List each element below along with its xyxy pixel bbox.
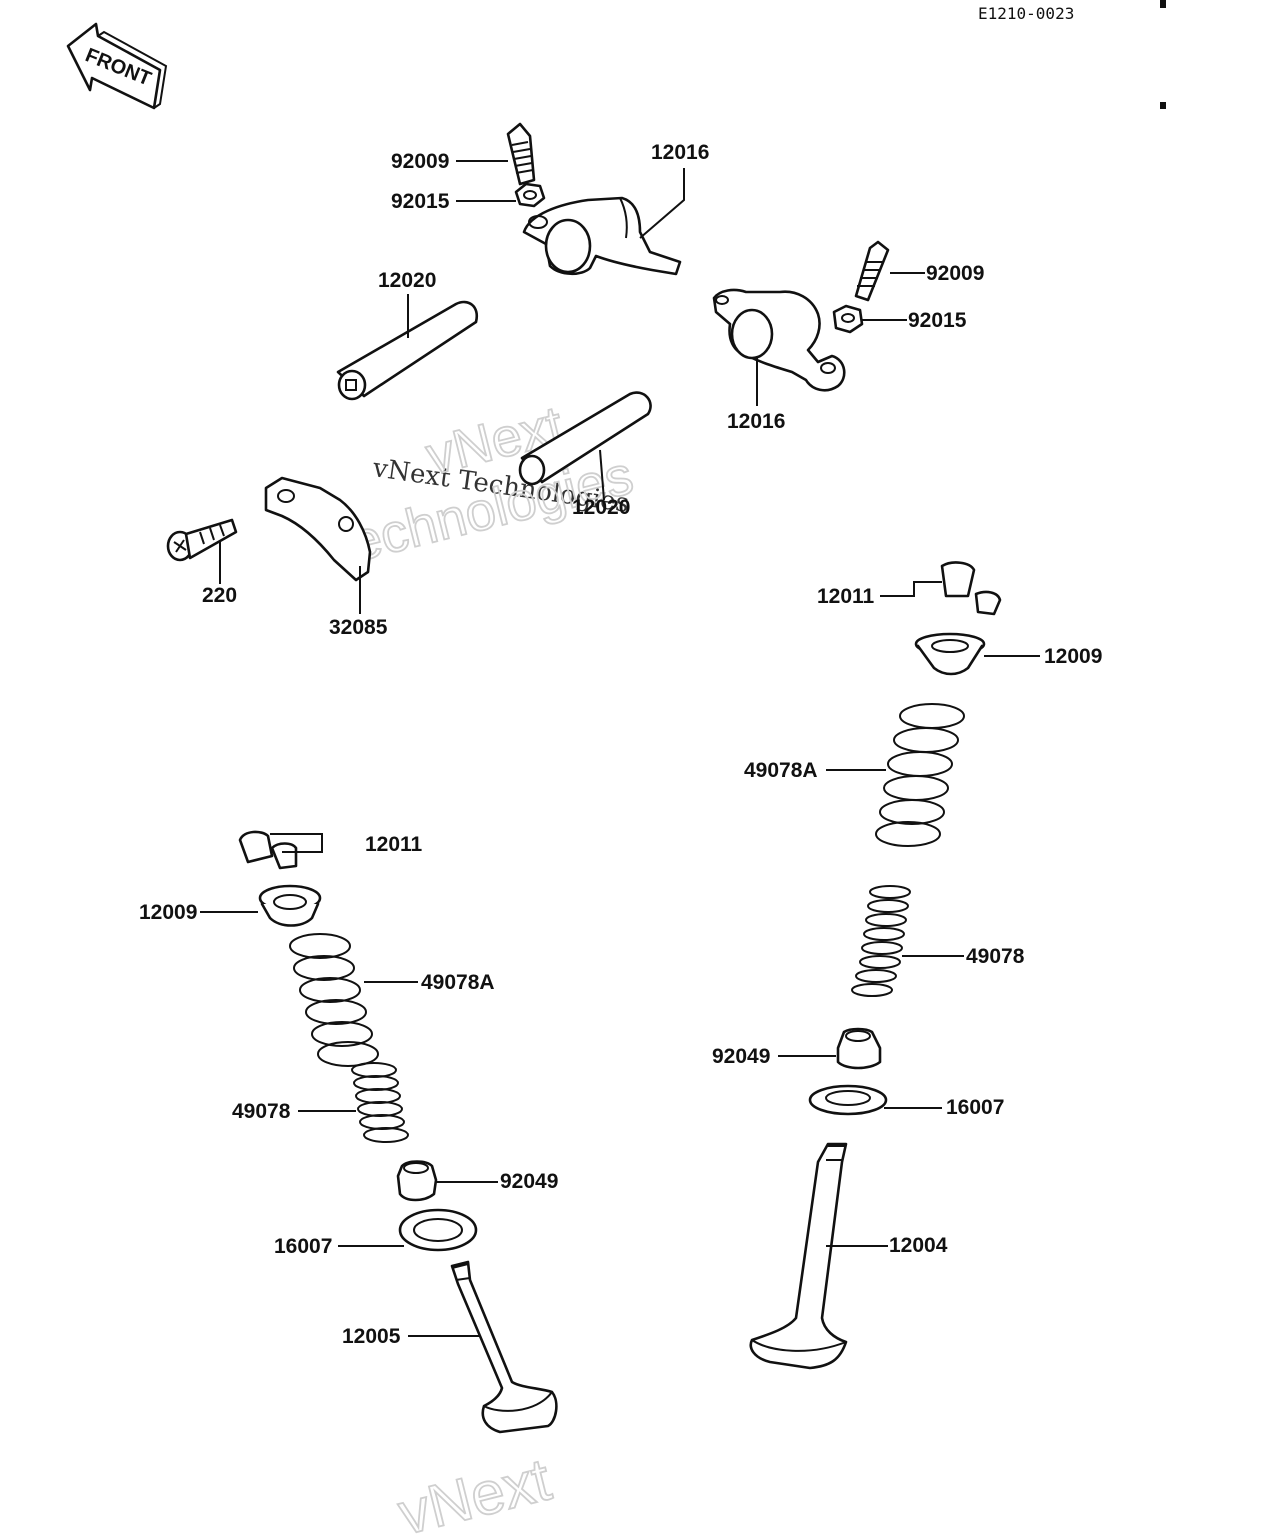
label-screw: 220 bbox=[202, 584, 237, 607]
label-plate: 32085 bbox=[329, 616, 388, 639]
corner-mark-top bbox=[1160, 0, 1166, 8]
adjusting-screw-intake-icon bbox=[506, 122, 536, 186]
label-stem-seal-right: 92049 bbox=[712, 1045, 770, 1068]
label-rocker-arm-exhaust: 12016 bbox=[727, 410, 785, 433]
outer-spring-left-icon bbox=[289, 933, 379, 1067]
label-outer-spring-right: 49078A bbox=[744, 759, 818, 782]
cotter-right-icon bbox=[940, 561, 1002, 616]
locknut-intake-icon bbox=[514, 182, 546, 208]
label-inner-spring-left: 49078 bbox=[232, 1100, 291, 1123]
front-arrow-icon: FRONT bbox=[66, 22, 168, 110]
retainer-left-icon bbox=[258, 884, 322, 927]
label-locknut-exhaust: 92015 bbox=[908, 309, 967, 332]
spring-seat-left-icon bbox=[398, 1208, 478, 1252]
label-cotter-left: 12011 bbox=[365, 833, 423, 856]
plate-icon bbox=[264, 476, 372, 582]
cotter-left-icon bbox=[238, 830, 298, 870]
label-stem-seal-left: 92049 bbox=[500, 1170, 558, 1193]
label-adj-screw-exhaust: 92009 bbox=[926, 262, 984, 285]
rocker-arm-intake-icon bbox=[522, 196, 682, 276]
spring-seat-right-icon bbox=[808, 1084, 888, 1116]
rocker-arm-exhaust-icon bbox=[712, 288, 846, 392]
label-exhaust-valve: 12004 bbox=[889, 1234, 948, 1257]
label-retainer-left: 12009 bbox=[139, 901, 197, 924]
exhaust-valve-icon bbox=[749, 1142, 848, 1370]
stem-seal-left-icon bbox=[396, 1160, 438, 1202]
label-rocker-shaft-intake: 12020 bbox=[378, 269, 436, 292]
label-retainer-right: 12009 bbox=[1044, 645, 1102, 668]
corner-mark bbox=[1160, 102, 1166, 109]
intake-valve-icon bbox=[450, 1260, 558, 1434]
label-spring-seat-right: 16007 bbox=[946, 1096, 1004, 1119]
inner-spring-left-icon bbox=[351, 1062, 409, 1143]
watermark-bottom: vNext bbox=[392, 1445, 557, 1536]
retainer-right-icon bbox=[914, 632, 986, 676]
label-locknut-intake: 92015 bbox=[391, 190, 450, 213]
label-outer-spring-left: 49078A bbox=[421, 971, 495, 994]
label-cotter-right: 12011 bbox=[817, 585, 875, 608]
label-inner-spring-right: 49078 bbox=[966, 945, 1025, 968]
diagram-code: E1210-0023 bbox=[978, 4, 1074, 23]
label-intake-valve: 12005 bbox=[342, 1325, 401, 1348]
outer-spring-right-icon bbox=[875, 703, 965, 847]
inner-spring-right-icon bbox=[851, 885, 911, 997]
label-rocker-shaft-exhaust: 12020 bbox=[572, 496, 630, 519]
label-rocker-arm-intake: 12016 bbox=[651, 141, 709, 164]
screw-icon bbox=[166, 518, 238, 562]
rocker-shaft-exhaust-icon bbox=[518, 391, 652, 486]
locknut-exhaust-icon bbox=[832, 304, 864, 334]
rocker-shaft-intake-icon bbox=[336, 300, 479, 401]
label-spring-seat-left: 16007 bbox=[274, 1235, 332, 1258]
adjusting-screw-exhaust-icon bbox=[854, 240, 890, 302]
stem-seal-right-icon bbox=[836, 1027, 882, 1070]
label-adj-screw-intake: 92009 bbox=[391, 150, 449, 173]
